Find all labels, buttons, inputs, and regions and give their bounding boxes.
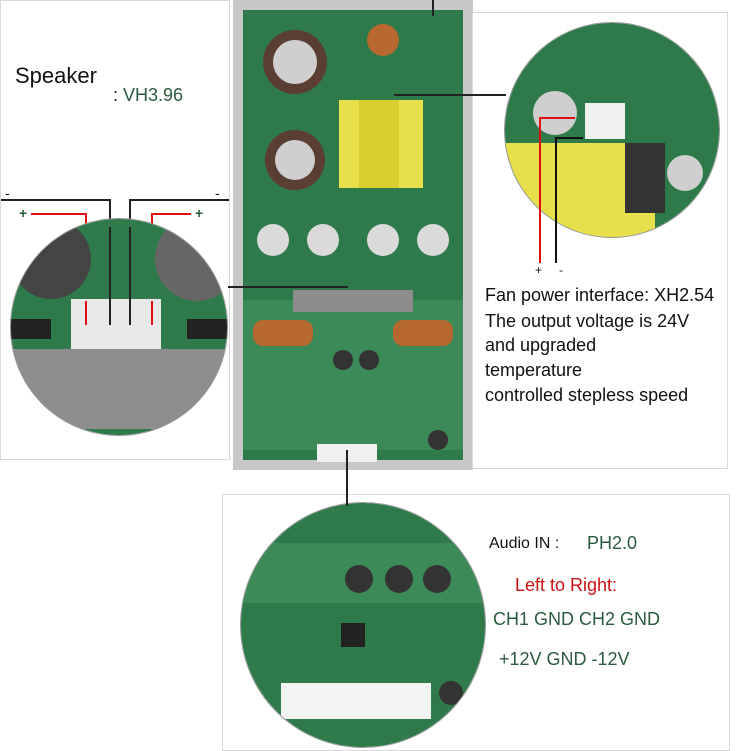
black-wire-left: [109, 227, 111, 325]
fan-line-1: Fan power interface: XH2.54: [485, 285, 715, 305]
red-wire-right-horizontal: [151, 213, 191, 215]
fan-line-4: temperature: [485, 360, 583, 380]
speaker-plus-left: +: [19, 205, 28, 221]
audio-connector-zoom: [241, 503, 485, 747]
speaker-connector: : VH3.96: [113, 85, 184, 105]
top-pointer-line: [432, 0, 434, 16]
fan-red-wire: [539, 117, 541, 263]
fan-black-wire: [555, 137, 557, 263]
red-wire-left-horizontal: [31, 213, 87, 215]
fan-line-3: and upgraded: [485, 335, 597, 355]
fan-connector-zoom: [505, 23, 719, 237]
fan-minus: -: [559, 263, 563, 277]
audio-connector-type: PH2.0: [587, 533, 638, 553]
red-wire-right-end: [151, 301, 153, 325]
fan-line-2: The output voltage is 24V: [485, 311, 690, 331]
red-wire-left-end: [85, 301, 87, 325]
minus-lead-line-right: [129, 199, 229, 201]
fan-black-wire-top: [555, 137, 583, 139]
speaker-plus-right: +: [195, 205, 204, 221]
audio-pointer-line: [346, 450, 348, 506]
speaker-connector-zoom: [11, 219, 227, 435]
fan-line-5: controlled stepless speed: [485, 385, 689, 405]
fan-red-wire-top: [539, 117, 575, 119]
amplifier-board-photo: [233, 0, 473, 470]
minus-lead-line-vertical-right: [129, 199, 131, 227]
audio-direction: Left to Right:: [515, 575, 618, 595]
audio-channels: CH1 GND CH2 GND: [493, 609, 661, 629]
amplifier-board-illustration: [233, 0, 473, 470]
speaker-minus-right: -: [215, 185, 220, 201]
minus-lead-line-vertical: [109, 199, 111, 227]
speaker-label: Speaker: [15, 63, 97, 88]
fan-plus: +: [535, 263, 543, 277]
black-wire-right: [129, 227, 131, 325]
speaker-pointer-line: [228, 286, 348, 288]
audio-in-callout: Audio IN : PH2.0 Left to Right: CH1 GND …: [222, 494, 730, 751]
speaker-callout: Speaker : VH3.96 - - + +: [0, 0, 230, 460]
minus-lead-line-left: [1, 199, 109, 201]
fan-pointer-line: [394, 94, 506, 96]
audio-in-label: Audio IN :: [489, 535, 560, 552]
audio-power: +12V GND -12V: [499, 649, 630, 669]
speaker-minus-left: -: [5, 185, 10, 201]
fan-callout: + - Fan power interface: XH2.54 The outp…: [472, 12, 728, 469]
